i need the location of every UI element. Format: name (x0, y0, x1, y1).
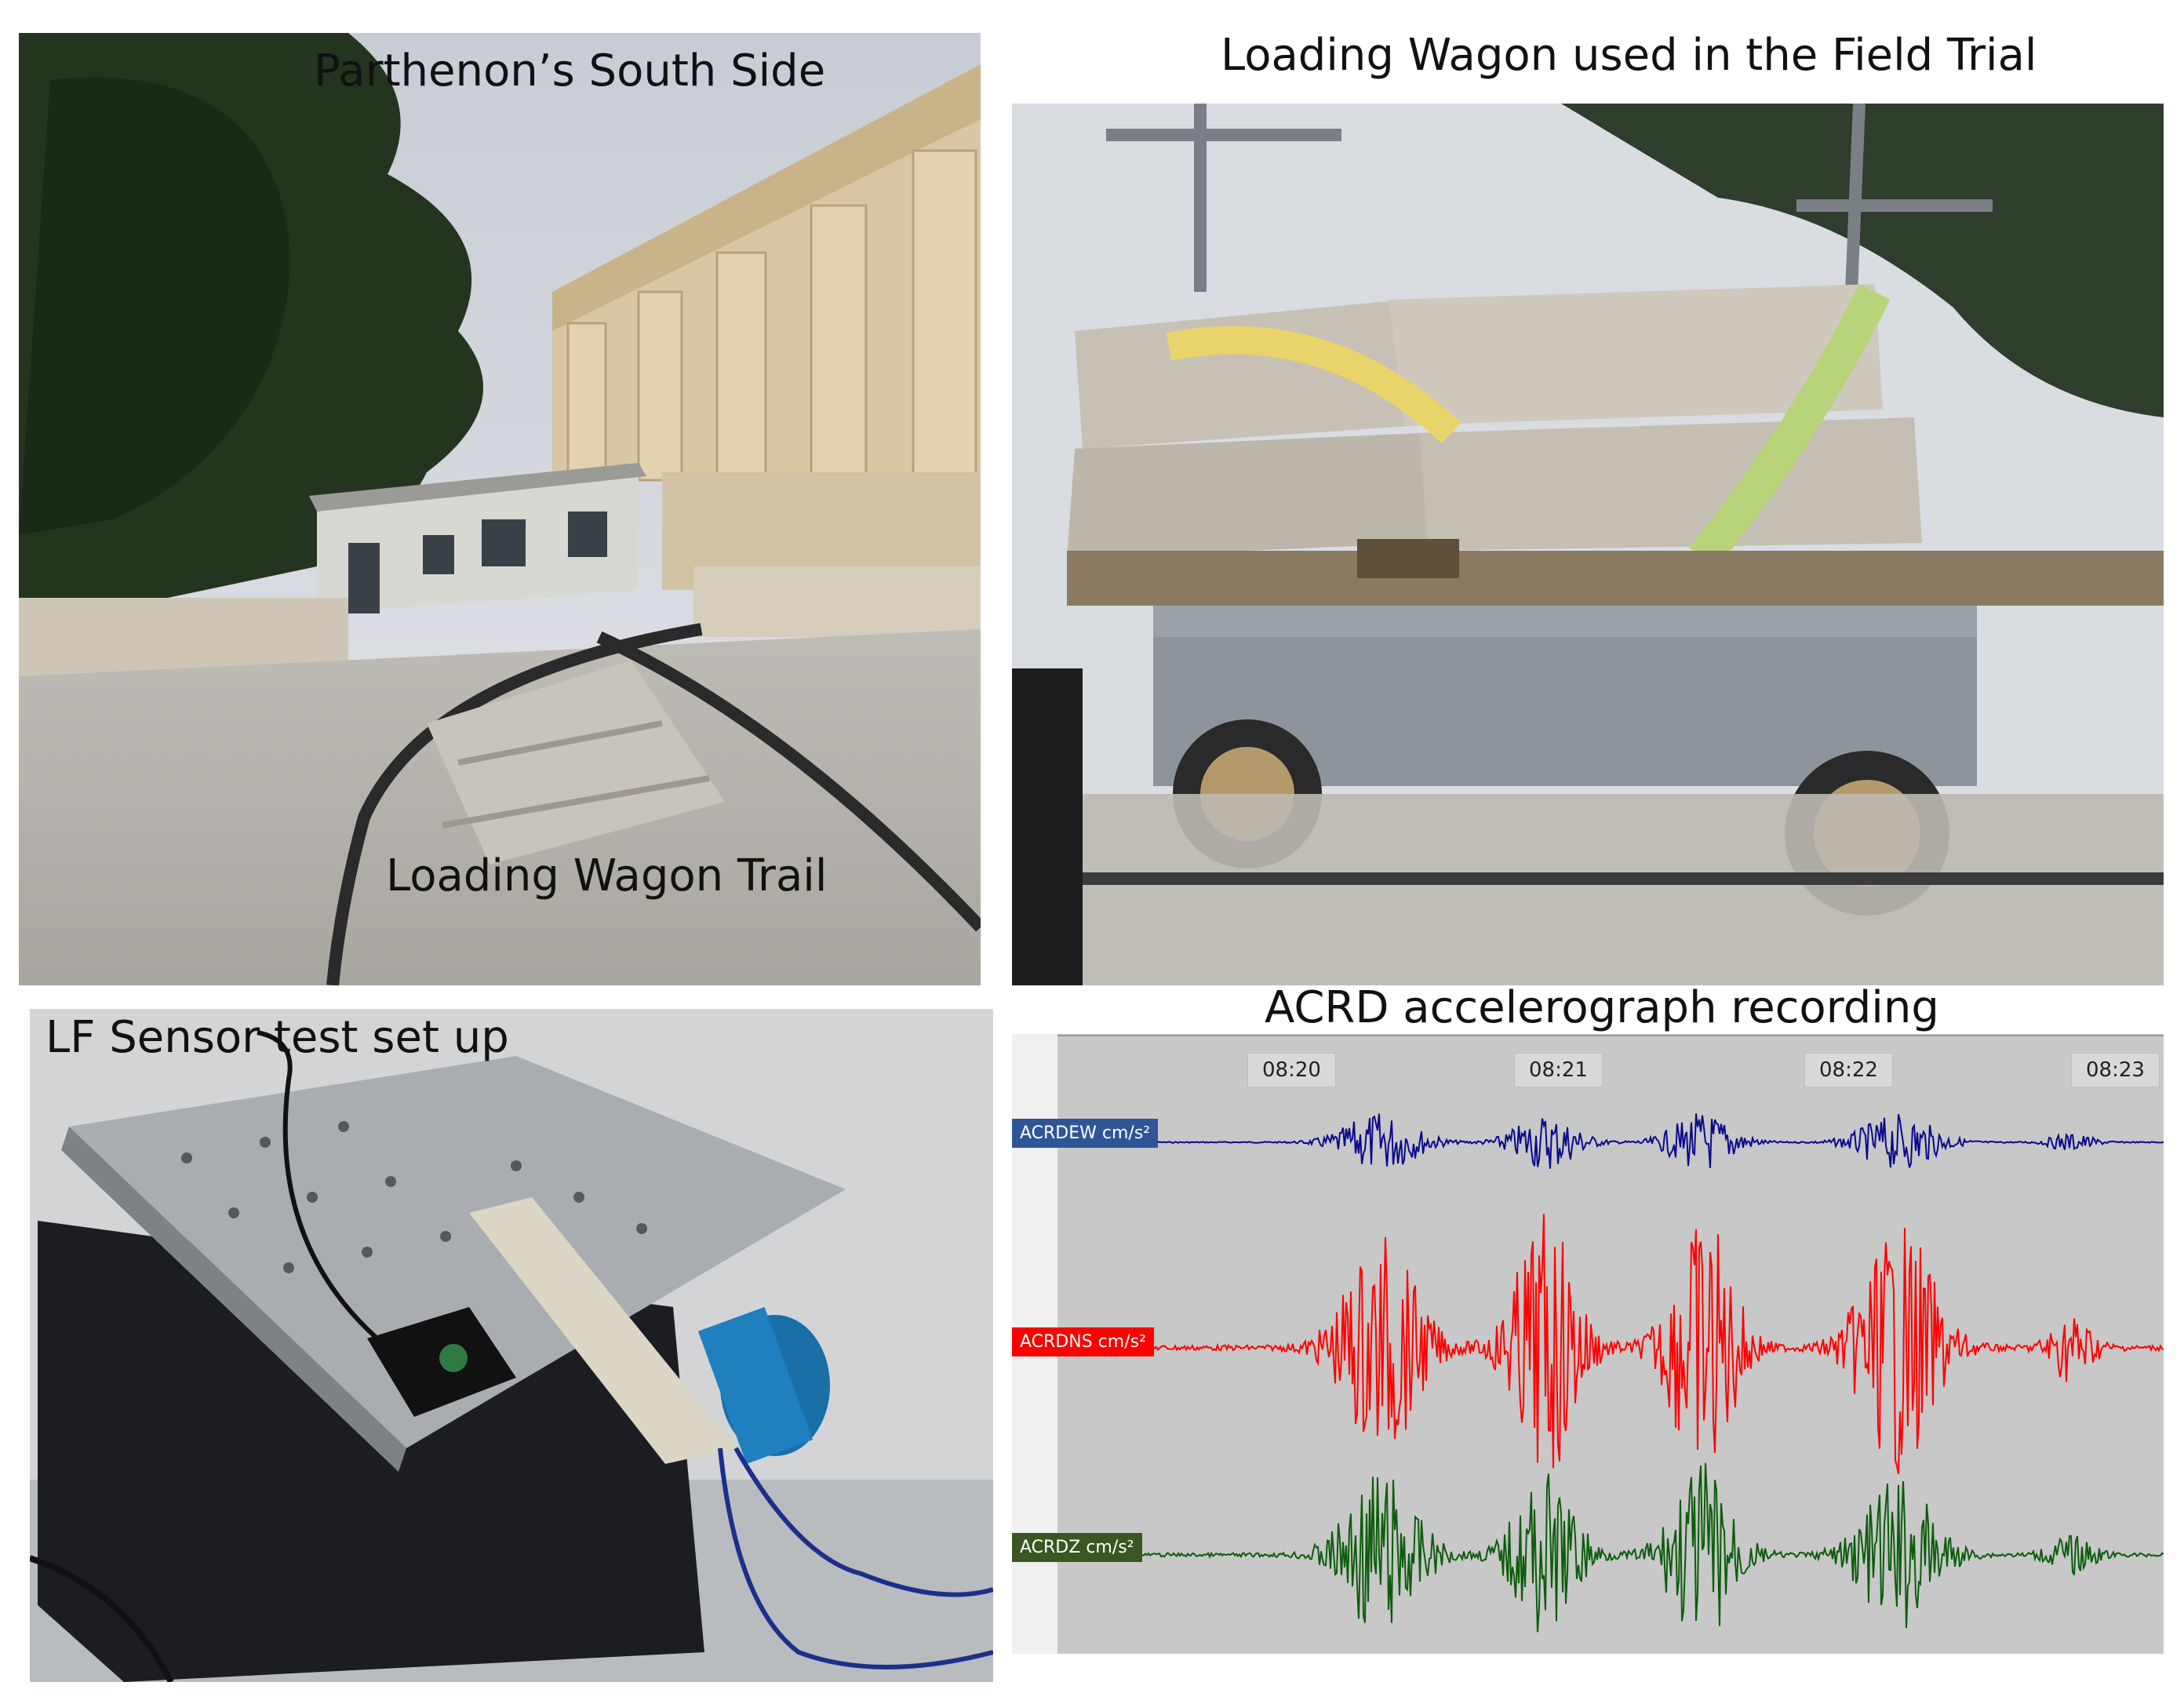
wagon-photo (1012, 104, 2164, 985)
caption-sensor: LF Sensor test set up (46, 1012, 509, 1063)
caption-wagon: Loading Wagon used in the Field Trial (1221, 30, 2037, 81)
waveform-ns (1137, 1214, 2164, 1474)
channel-label-z: ACRDZ cm/s² (1012, 1533, 1142, 1562)
caption-wagon-trail: Loading Wagon Trail (386, 850, 828, 901)
channel-label-ew: ACRDEW cm/s² (1012, 1119, 1159, 1148)
channel-label-ns: ACRDNS cm/s² (1012, 1327, 1154, 1356)
parthenon-photo: Parthenon’s South Side Loading Wagon Tra… (19, 33, 981, 985)
waveform-ew (1137, 1113, 2164, 1169)
waveform-z (1137, 1462, 2164, 1633)
time-tick-0823: 08:23 (2071, 1053, 2160, 1087)
caption-recording: ACRD accelerograph recording (1265, 982, 1939, 1033)
sensor-photo (30, 1009, 993, 1682)
waveform-plot (1057, 1035, 2164, 1633)
time-tick-0822: 08:22 (1804, 1053, 1893, 1087)
caption-parthenon: Parthenon’s South Side (314, 46, 826, 96)
accelerograph-recording: 08:20 08:21 08:22 08:23 ACRDEW cm/s² ACR… (1012, 1034, 2164, 1654)
time-tick-0821: 08:21 (1514, 1053, 1603, 1087)
time-tick-0820: 08:20 (1247, 1053, 1336, 1087)
